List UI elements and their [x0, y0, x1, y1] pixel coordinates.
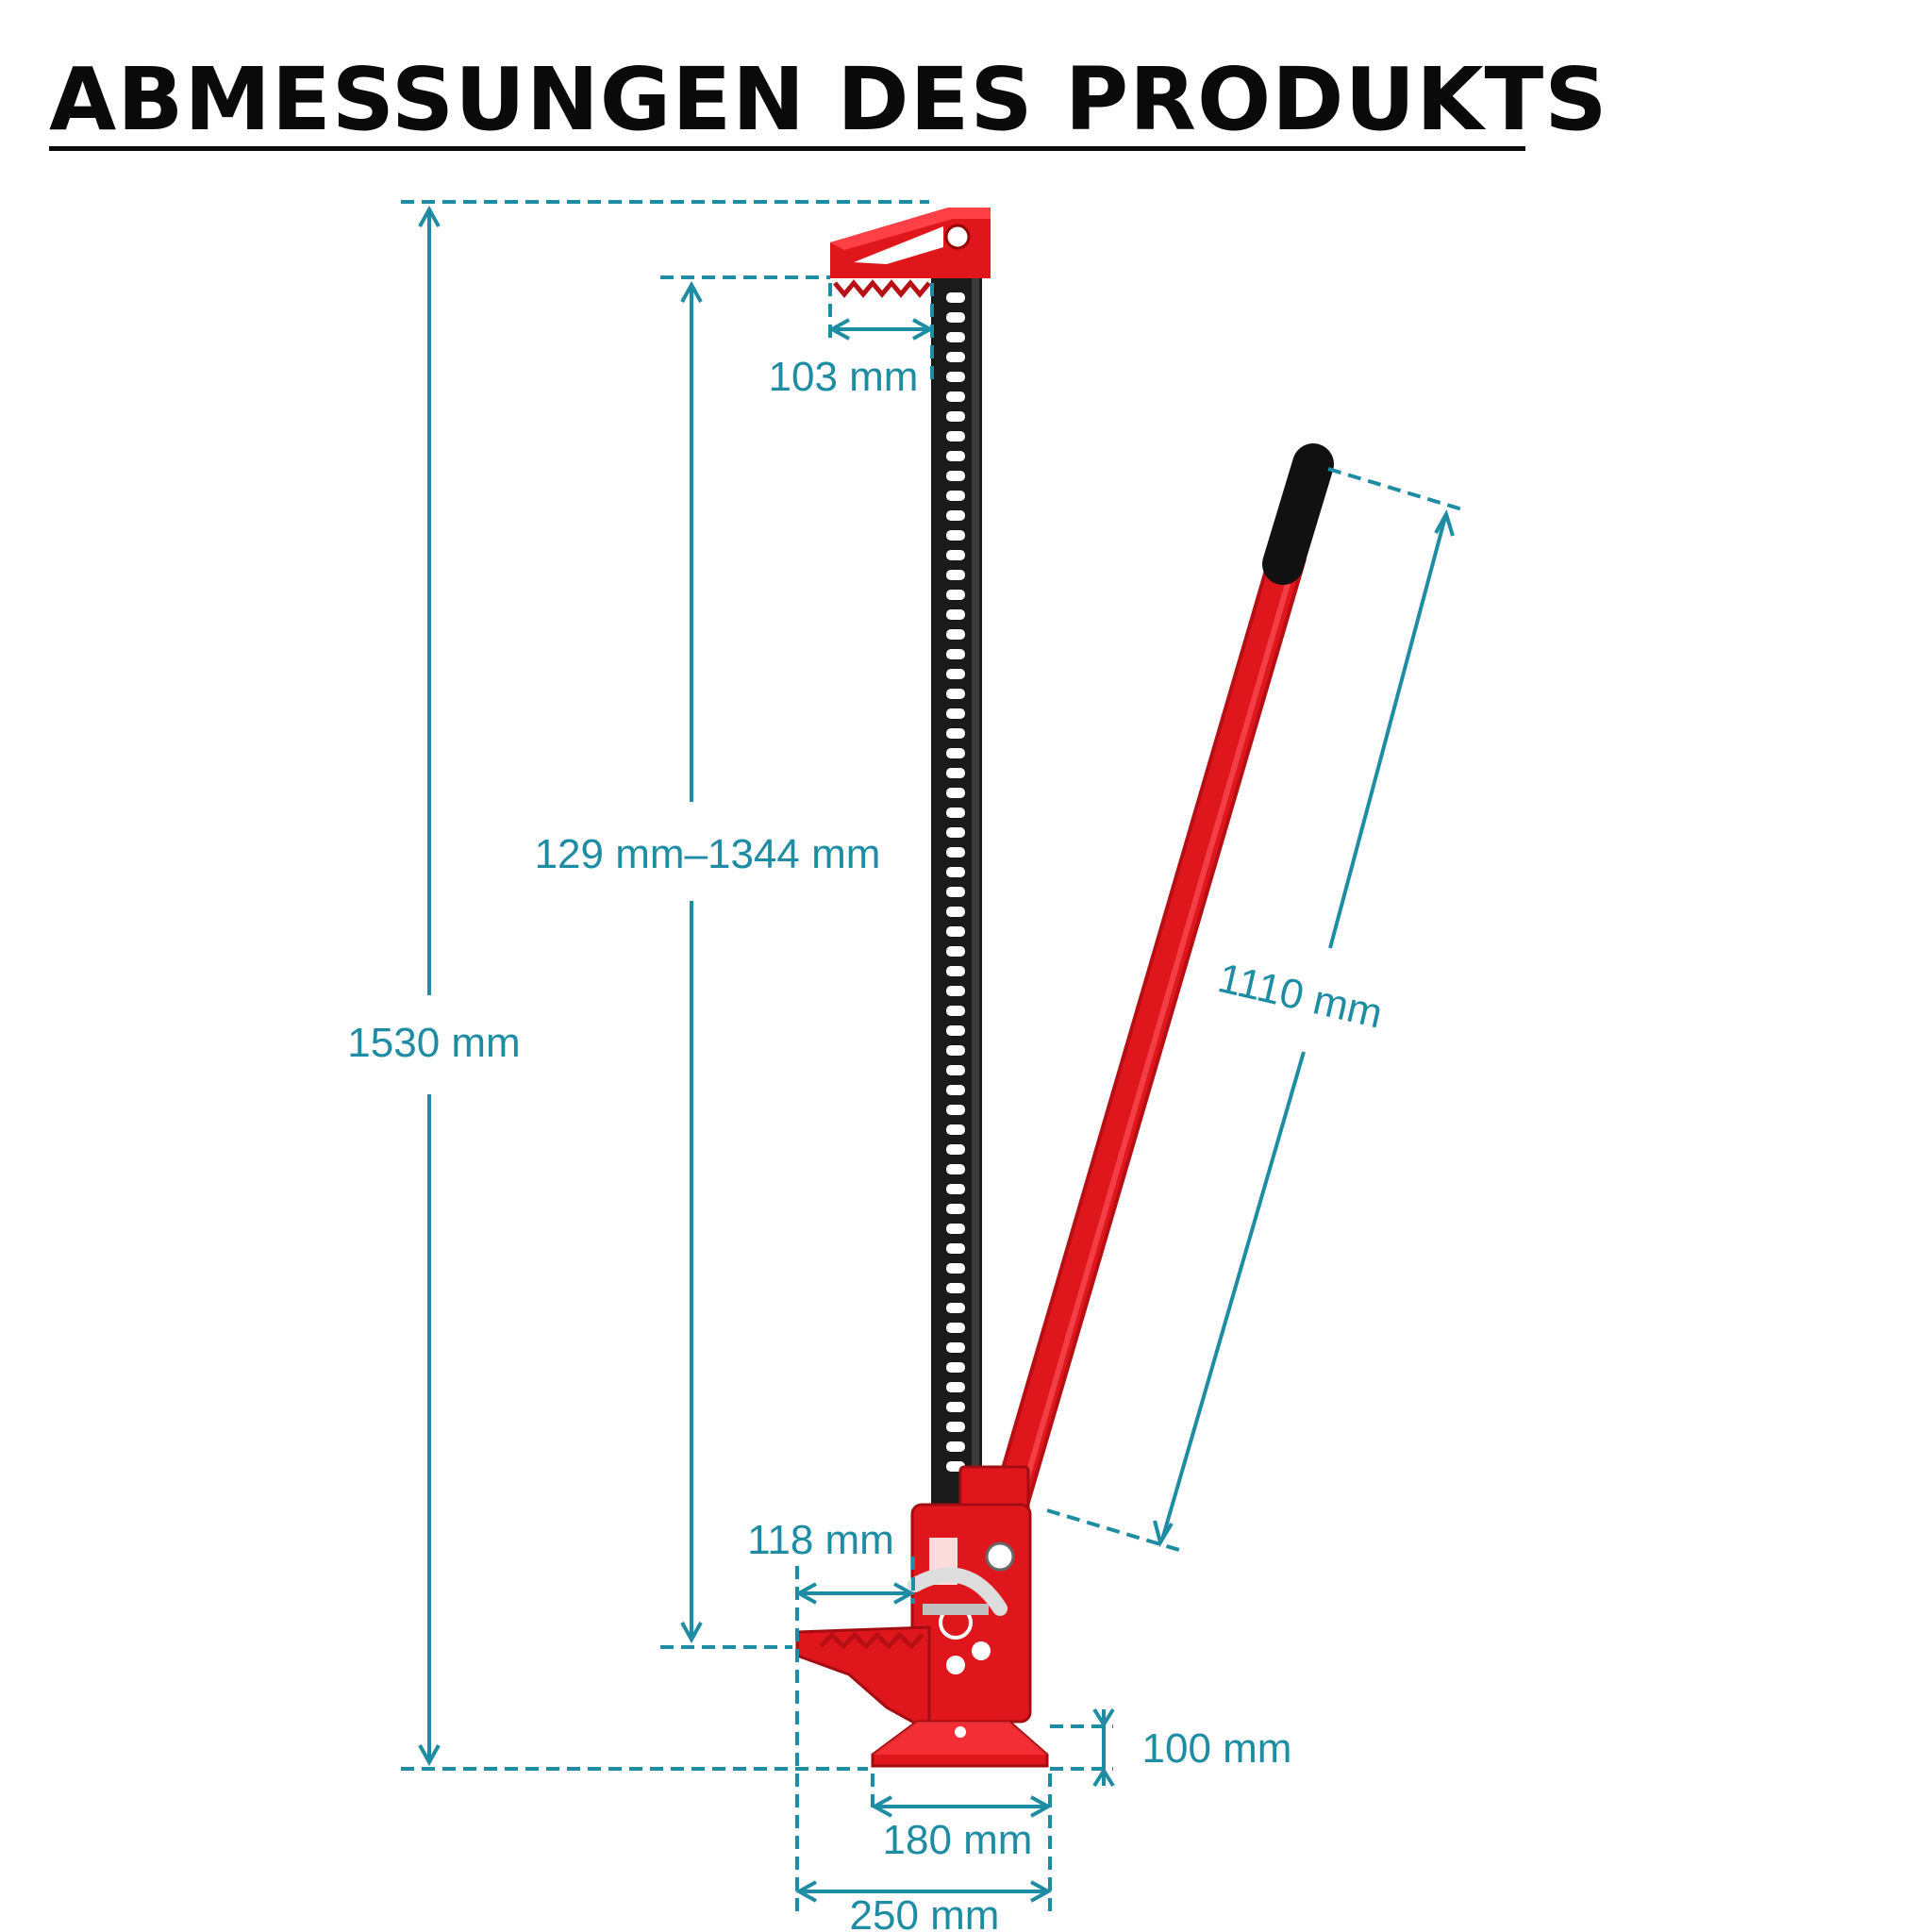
bar-hole — [946, 609, 965, 620]
base-plate — [871, 1720, 1049, 1768]
bar-hole — [946, 471, 965, 481]
bar-hole — [946, 1124, 965, 1135]
bar-hole — [946, 1045, 965, 1056]
dim-label-lift-range: 129 mm–1344 mm — [535, 831, 881, 877]
bar-hole — [946, 1441, 965, 1452]
dim-label-total-height: 1530 mm — [347, 1020, 520, 1066]
bar-hole — [946, 669, 965, 679]
bar-hole — [946, 1283, 965, 1293]
page-title: ABMESSUNGEN DES PRODUKTS — [49, 49, 1608, 150]
dim-label-base-height: 100 mm — [1142, 1725, 1292, 1772]
bar-hole — [946, 689, 965, 699]
bar-hole — [946, 1204, 965, 1214]
bar-hole — [946, 1382, 965, 1392]
dim-label-total-width: 250 mm — [850, 1892, 1000, 1932]
bar-hole — [946, 570, 965, 580]
bar-hole — [946, 887, 965, 897]
jack-mechanism — [908, 1465, 1032, 1724]
bar-hole — [946, 1065, 965, 1075]
bar-hole — [946, 907, 965, 917]
bar-hole — [946, 649, 965, 659]
bar-hole — [946, 926, 965, 937]
bar-hole — [946, 1303, 965, 1313]
bar-hole — [946, 1025, 965, 1036]
bar-hole — [946, 530, 965, 541]
bar-hole — [946, 312, 965, 323]
bar-hole — [946, 966, 965, 976]
dimension-lines — [401, 200, 1463, 1915]
bar-hole — [946, 1184, 965, 1194]
bar-hole — [946, 1006, 965, 1016]
bottom-nose — [795, 1625, 931, 1734]
bar-hole — [946, 451, 965, 461]
bar-hole — [946, 590, 965, 600]
bar-hole — [946, 372, 965, 382]
bar-hole — [946, 1105, 965, 1115]
bar-hole — [946, 1342, 965, 1353]
bar-hole — [946, 847, 965, 858]
bar-hole — [946, 431, 965, 441]
dim-label-top-lift-width: 103 mm — [769, 354, 919, 400]
bar-hole — [946, 411, 965, 422]
bar-hole — [946, 352, 965, 362]
bar-hole — [946, 728, 965, 739]
bar-hole — [946, 1422, 965, 1432]
title-underline — [49, 146, 1525, 151]
bar-hole — [946, 1243, 965, 1254]
bar-hole — [946, 629, 965, 640]
bar-hole — [946, 748, 965, 758]
bar-hole — [946, 946, 965, 957]
jack-illustration — [795, 208, 1334, 1768]
bar-hole — [946, 332, 965, 342]
bar-holes — [946, 292, 965, 1472]
bar-hole — [946, 1144, 965, 1155]
jack-handle — [992, 443, 1334, 1519]
bar-hole — [946, 986, 965, 996]
bar-hole — [946, 391, 965, 402]
top-nose — [830, 208, 991, 298]
bar-hole — [946, 768, 965, 778]
bar-hole — [946, 827, 965, 838]
bar-hole — [946, 808, 965, 818]
bar-hole — [946, 550, 965, 560]
bar-hole — [946, 1263, 965, 1274]
bar-hole — [946, 510, 965, 521]
handle-grip — [1262, 443, 1334, 585]
bar-hole — [946, 1164, 965, 1174]
bar-hole — [946, 1085, 965, 1095]
bar-hole — [946, 1224, 965, 1234]
bar-hole — [946, 1362, 965, 1373]
dim-label-handle-length: 1110 mm — [1214, 955, 1387, 1038]
dim-label-base-width: 180 mm — [883, 1817, 1033, 1863]
dim-label-bottom-lift-width: 118 mm — [747, 1517, 894, 1563]
bar-hole — [946, 491, 965, 501]
bar-hole — [946, 708, 965, 719]
bar-hole — [946, 292, 965, 303]
bar-hole — [946, 1402, 965, 1412]
bar-hole — [946, 867, 965, 877]
bar-hole — [946, 1323, 965, 1333]
bar-hole — [946, 788, 965, 798]
